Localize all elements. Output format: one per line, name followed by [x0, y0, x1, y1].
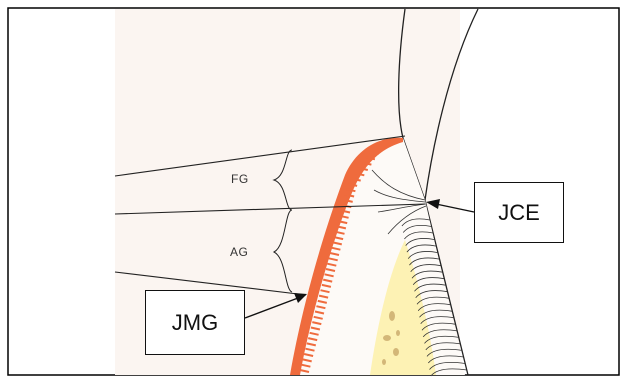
jmg-callout: JMG: [145, 290, 245, 355]
ag-label: AG: [230, 245, 248, 259]
jmg-callout-text: JMG: [172, 310, 218, 336]
jce-callout-text: JCE: [498, 200, 540, 226]
fg-label: FG: [231, 172, 249, 186]
jce-callout: JCE: [474, 182, 564, 243]
